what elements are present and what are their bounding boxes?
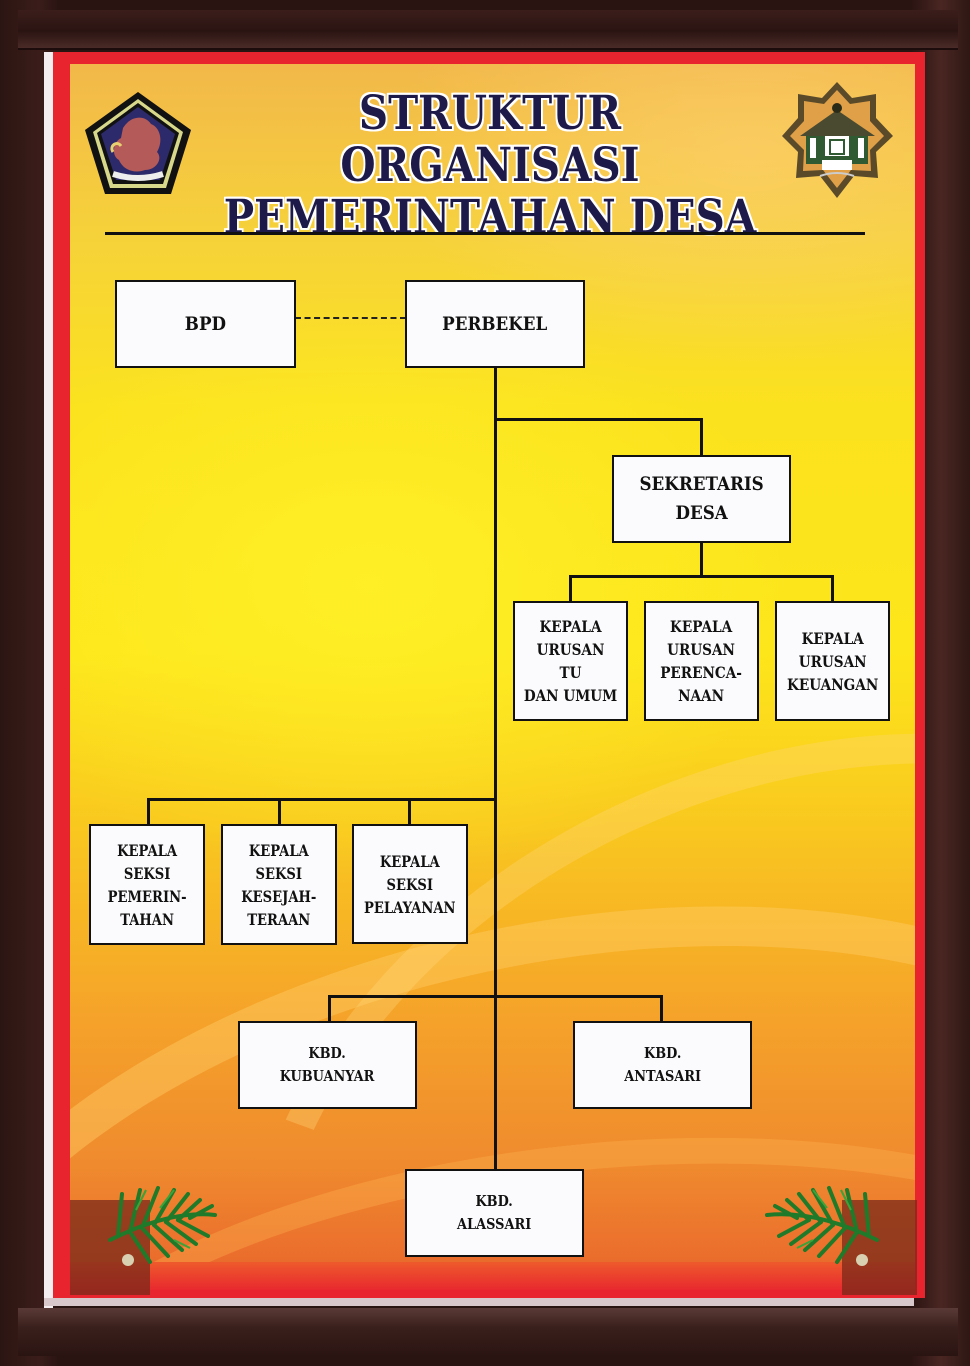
node-kaur-keuangan: KEPALA URUSAN KEUANGAN — [775, 601, 890, 721]
node-label: KBD. ANTASARI — [624, 1044, 701, 1085]
title-line-1: STRUKTUR ORGANISASI — [340, 86, 640, 193]
node-label: KEPALA SEKSI PEMERIN- TAHAN — [107, 840, 187, 929]
node-label: KEPALA URUSAN KEUANGAN — [786, 628, 879, 694]
connector-line — [660, 995, 663, 1022]
connector-line — [700, 541, 703, 577]
node-kaur-tu-umum: KEPALA URUSAN TU DAN UMUM — [513, 601, 628, 721]
bottom-red-band — [70, 1262, 915, 1290]
village-emblem-icon — [782, 82, 893, 198]
title-line-2: PEMERINTAHAN DESA — [223, 190, 757, 245]
connector-line — [278, 798, 281, 825]
connector-line — [328, 995, 663, 998]
node-kasi-kesejahteraan: KEPALA SEKSI KESEJAH- TERAAN — [221, 824, 337, 945]
node-label: KEPALA URUSAN PERENCA- NAAN — [660, 617, 743, 705]
frame-top-molding — [18, 10, 958, 50]
main-trunk-line — [494, 367, 497, 1170]
connector-line — [700, 418, 703, 456]
node-kbd-antasari: KBD. ANTASARI — [573, 1021, 752, 1109]
node-kbd-alassari: KBD. ALASSARI — [405, 1169, 584, 1257]
node-label: KEPALA SEKSI KESEJAH- TERAAN — [241, 840, 317, 929]
node-kaur-perencanaan: KEPALA URUSAN PERENCA- NAAN — [644, 601, 759, 721]
connector-line — [569, 575, 572, 602]
connector-line — [328, 995, 331, 1022]
frame-bottom-molding — [18, 1308, 958, 1356]
frame-white-edge — [44, 52, 53, 1310]
poster-background — [70, 64, 915, 1290]
node-label: KEPALA SEKSI PELAYANAN — [364, 851, 456, 917]
bpd-perbekel-dotted-connector — [295, 317, 406, 319]
node-perbekel: PERBEKEL — [405, 280, 585, 368]
connector-line — [147, 798, 150, 825]
node-label: KEPALA URUSAN TU DAN UMUM — [523, 617, 618, 705]
node-kasi-pelayanan: KEPALA SEKSI PELAYANAN — [352, 824, 468, 944]
connector-line — [408, 798, 411, 825]
connector-line — [831, 575, 834, 602]
node-label: KBD. ALASSARI — [457, 1192, 532, 1233]
node-label: SEKRETARIS DESA — [639, 473, 764, 524]
connector-line — [569, 575, 834, 578]
node-bpd: BPD — [115, 280, 296, 368]
node-label: KBD. KUBUANYAR — [280, 1044, 375, 1085]
node-label: PERBEKEL — [442, 312, 548, 335]
title-divider — [105, 232, 865, 235]
connector-line — [147, 798, 497, 801]
connector-line — [494, 418, 703, 421]
palm-leaf-icon — [70, 1186, 217, 1295]
palm-leaf-icon — [765, 1186, 917, 1295]
node-label: BPD — [184, 312, 227, 335]
poster-title: STRUKTUR ORGANISASI PEMERINTAHAN DESA — [180, 88, 800, 244]
node-kbd-kubuanyar: KBD. KUBUANYAR — [238, 1021, 417, 1109]
frame-bottom-edge — [44, 1298, 914, 1306]
regency-emblem-icon — [85, 92, 191, 194]
node-kasi-pemerintahan: KEPALA SEKSI PEMERIN- TAHAN — [89, 824, 205, 945]
node-sekretaris-desa: SEKRETARIS DESA — [612, 455, 791, 543]
